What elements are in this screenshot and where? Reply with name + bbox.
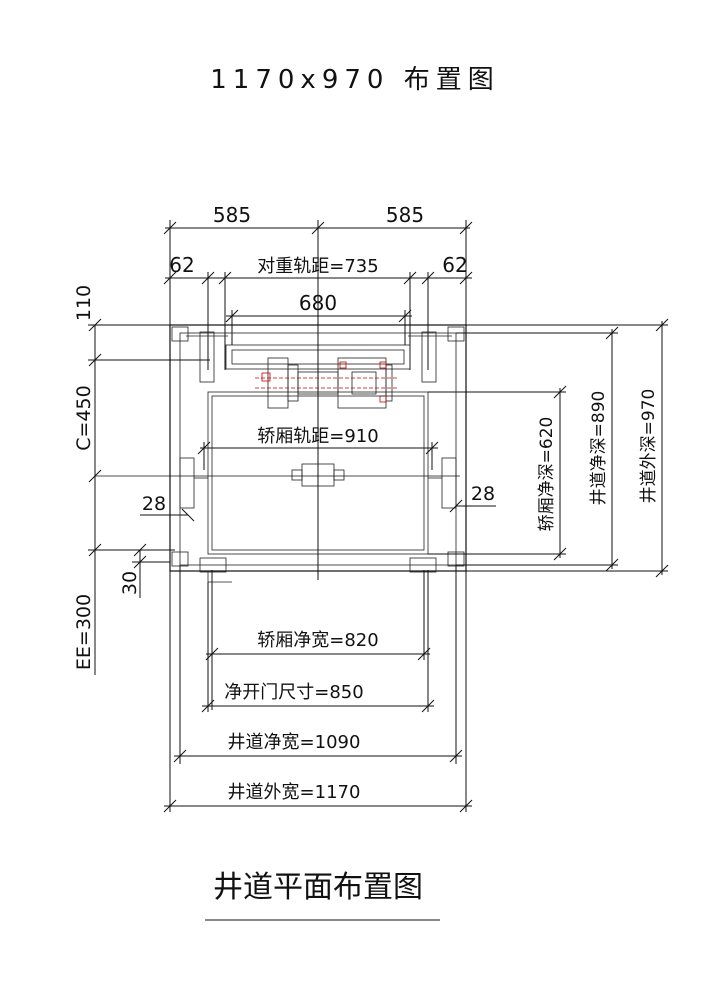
shaft-walls — [169, 324, 467, 572]
dim-cwt-rail: 对重轨距=735 — [257, 256, 378, 277]
dim-680: 680 — [299, 291, 337, 315]
dim-62-right: 62 — [442, 253, 467, 277]
car-rail-dimension: 轿厢轨距=910 — [197, 426, 439, 470]
dim-shaft-outer-depth: 井道外深=970 — [639, 389, 659, 504]
dim-585-left: 585 — [213, 203, 251, 227]
dim-door-width: 净开门尺寸=850 — [224, 682, 363, 703]
dim-28-right: 28 — [471, 483, 495, 505]
drawing-title: 1170x970 布置图 — [210, 65, 499, 95]
left-dimensions: 110 C=450 EE=300 28 30 — [73, 285, 210, 675]
dim-shaft-width: 井道净宽=1090 — [228, 732, 361, 753]
dim-585-right: 585 — [386, 203, 424, 227]
dim-30: 30 — [119, 571, 141, 595]
dim-car-rail: 轿厢轨距=910 — [257, 426, 378, 447]
dim-car-depth: 轿厢净深=620 — [537, 417, 557, 532]
right-dimensions: 轿厢净深=620 井道净深=890 井道外深=970 — [428, 318, 669, 578]
dim-shaft-outer-width: 井道外宽=1170 — [228, 782, 361, 803]
right-28-dimension: 28 — [449, 483, 496, 513]
dim-62-left: 62 — [169, 253, 194, 277]
car-outline — [179, 391, 457, 555]
bottom-dimensions: 轿厢净宽=820 净开门尺寸=850 井道净宽=1090 井道外宽=1170 — [163, 565, 473, 813]
dim-car-width: 轿厢净宽=820 — [257, 630, 378, 651]
top-dimensions: 585 585 62 对重轨距=735 62 680 — [163, 203, 473, 580]
dim-ee300: EE=300 — [73, 594, 95, 670]
dim-28-left: 28 — [142, 493, 166, 515]
counterweight-assembly — [186, 331, 452, 409]
dim-shaft-depth: 井道净深=890 — [589, 391, 609, 506]
dim-110: 110 — [73, 285, 95, 321]
dim-c450: C=450 — [73, 385, 95, 450]
drawing-caption: 井道平面布置图 — [213, 870, 423, 905]
